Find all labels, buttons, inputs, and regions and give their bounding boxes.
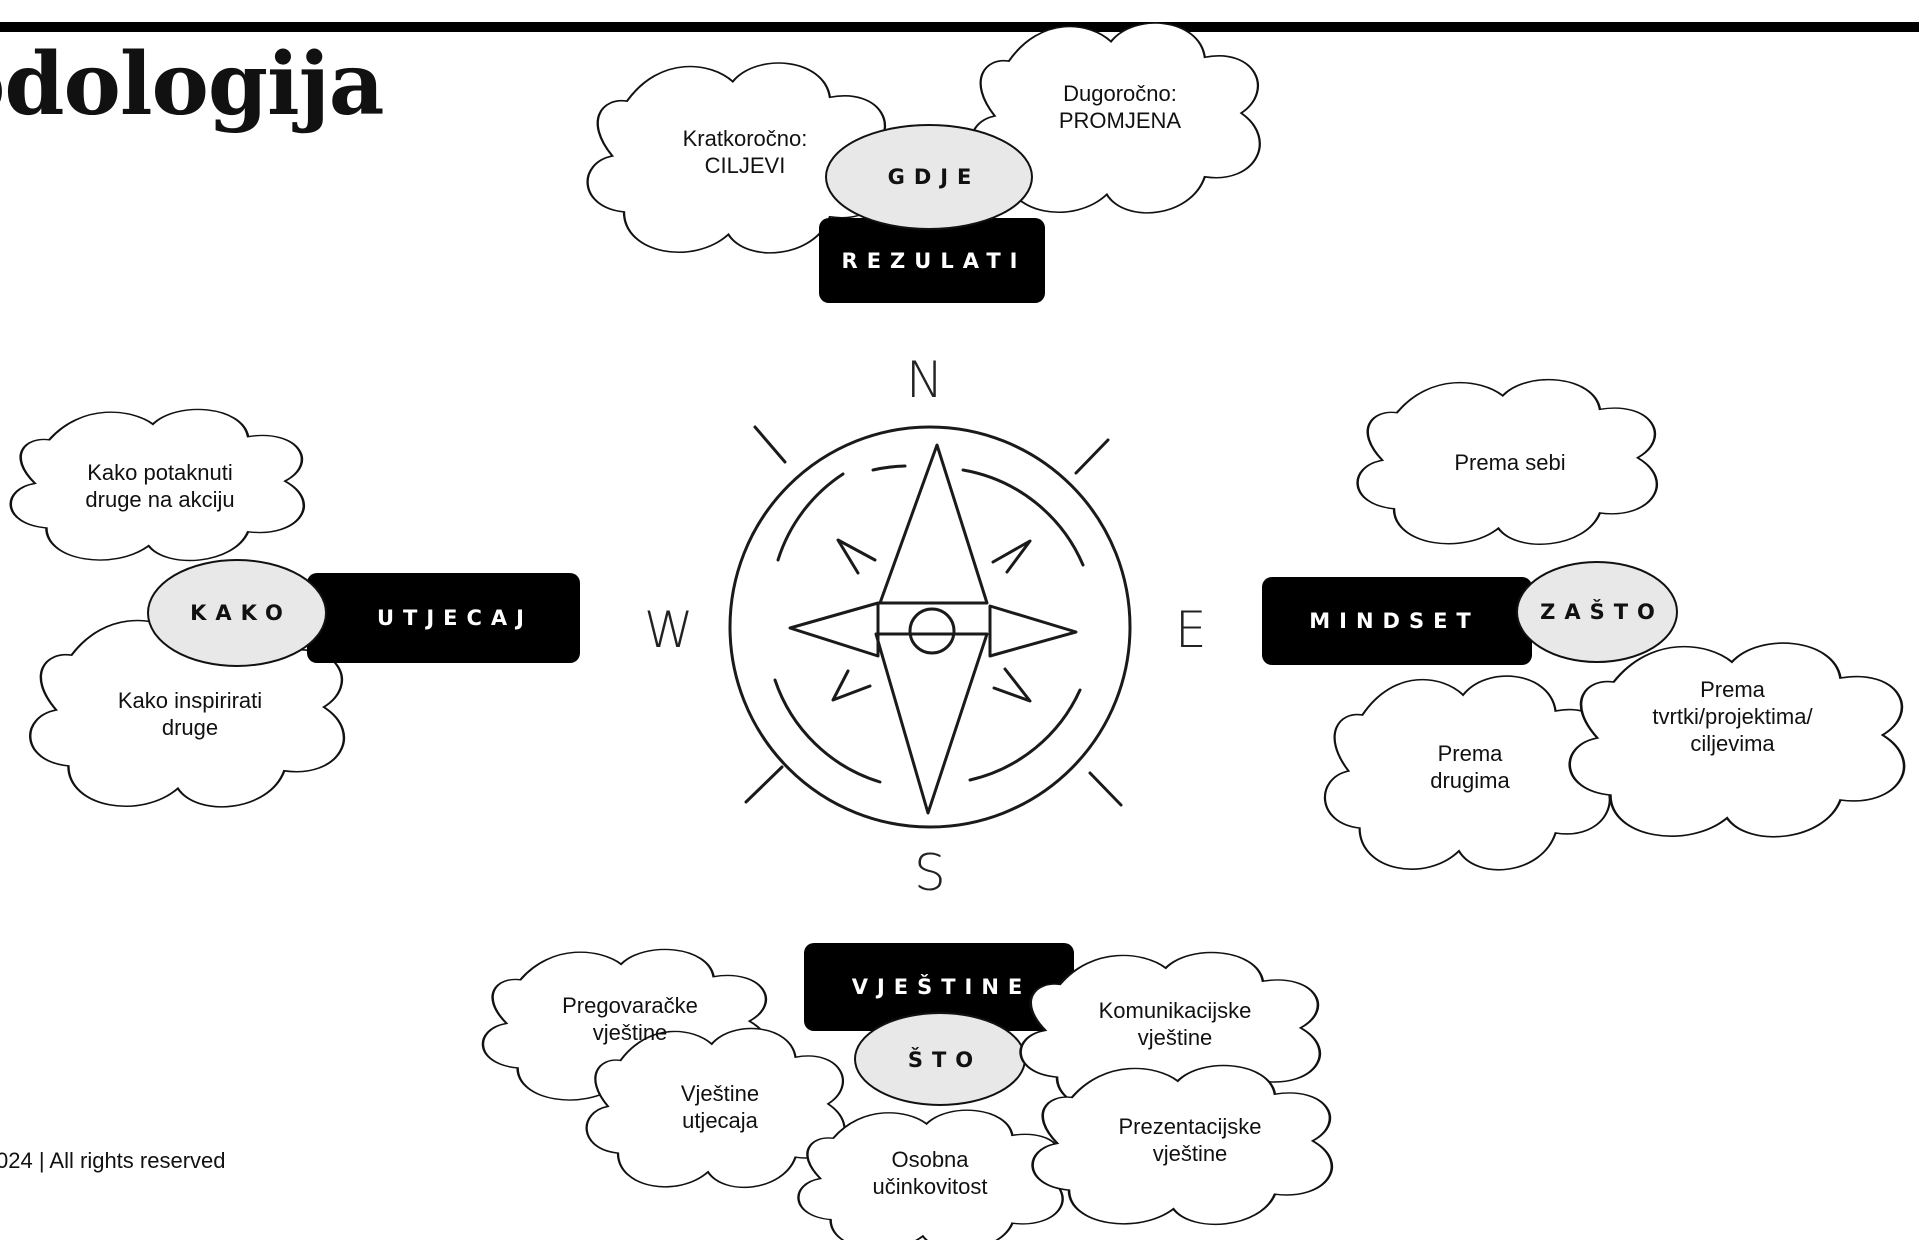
top-rule (0, 22, 1919, 32)
needle-west (788, 601, 880, 658)
compass-n: N (906, 351, 944, 409)
chevron-se (992, 667, 1032, 703)
cloud-influence-text: Vještine utjecaja (680, 1081, 760, 1133)
compass-w: W (644, 601, 694, 659)
utjecaj-label: UTJECAJ (376, 606, 533, 630)
vjestine-label: VJEŠTINE (851, 975, 1032, 999)
cloud-long-term-text: Dugoročno: PROMJENA (1058, 81, 1182, 133)
cloud-short-term-text: Kratkoročno: CILJEVI (682, 126, 808, 178)
vjestine-label-bg (804, 943, 1074, 1031)
copyright-footer: 024 | All rights reserved (0, 1148, 226, 1173)
zasto-label: ZAŠTO (1540, 600, 1664, 624)
kako-bubble (147, 559, 327, 667)
compass-e: E (1175, 601, 1207, 659)
gdje-bubble (825, 124, 1033, 230)
cloud-toward-company-text: Prema tvrtki/projektima/ ciljevima (1652, 677, 1813, 756)
rezulati-label-bg (819, 218, 1045, 303)
sto-label: ŠTO (907, 1048, 983, 1072)
cloud-toward-others-text: Prema drugima (1430, 741, 1510, 793)
cloud-personal-effectiveness-text: Osobna učinkovitost (872, 1147, 988, 1199)
compass-center (908, 607, 956, 655)
gdje-label: GDJE (887, 165, 981, 189)
page-title: odologija (0, 34, 385, 135)
compass-inner-ring (773, 464, 1085, 784)
needle-east (988, 604, 1078, 658)
compass-outer-ring (728, 425, 1132, 829)
tick-ne (1074, 438, 1110, 475)
kako-label: KAKO (190, 601, 292, 625)
mindset-label: MINDSET (1309, 609, 1480, 633)
cloud-presentation-text: Prezentacijske vještine (1118, 1114, 1262, 1166)
chevron-ne (991, 539, 1032, 574)
cloud-how-motivate-text: Kako potaknuti druge na akciju (85, 460, 235, 512)
tick-se (1088, 771, 1123, 807)
mindset-label-bg (1262, 577, 1532, 665)
zasto-bubble (1516, 561, 1678, 663)
needle-north (878, 443, 989, 605)
cloud-toward-self-text: Prema sebi (1454, 450, 1566, 475)
cloud-how-inspire-text: Kako inspirirati druge (117, 688, 263, 740)
tick-nw (753, 425, 787, 464)
chevron-sw (831, 669, 872, 702)
tick-sw (744, 765, 784, 804)
compass-rose (728, 425, 1132, 829)
cloud-communication-text: Komunikacijske vještine (1098, 998, 1252, 1050)
compass-s: S (914, 844, 946, 902)
utjecaj-label-bg (307, 573, 580, 663)
needle-south (874, 632, 989, 815)
cloud-negotiation-text: Pregovaračke vještine (562, 993, 698, 1045)
chevron-nw (836, 538, 877, 575)
rezulati-label: REZULATI (841, 248, 1027, 273)
